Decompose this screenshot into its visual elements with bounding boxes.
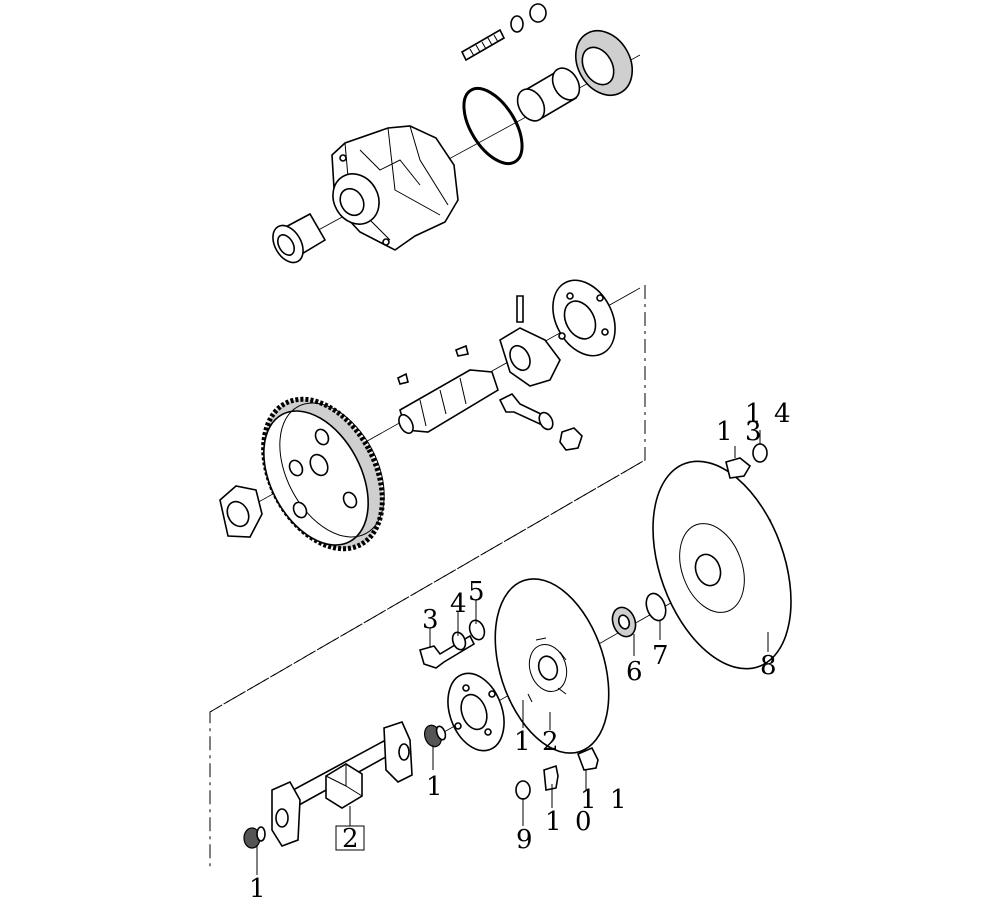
- gear-shaft-group: [209, 279, 646, 870]
- callout-14-second-digit: 4: [774, 399, 791, 429]
- callout-2-boxed: 2: [342, 824, 359, 854]
- drive-gear: [261, 396, 385, 552]
- o-ring: [462, 87, 524, 165]
- callout-3-bolt: 3: [422, 605, 439, 635]
- bushing: [516, 67, 581, 122]
- callout-14-first-digit: 1: [745, 399, 762, 429]
- roll-pin: [516, 295, 524, 323]
- stud-nut: [529, 3, 547, 23]
- callout-6-spacer: 6: [626, 657, 643, 687]
- pump-housing-group: [272, 3, 641, 264]
- gear-shaft: [398, 369, 499, 435]
- bearing-bracket: [499, 327, 561, 387]
- hub-washer-1: [451, 631, 467, 651]
- housing-body: [331, 125, 459, 251]
- callout-9-washer: 9: [516, 825, 533, 855]
- callout-8-pulley: 8: [760, 651, 777, 681]
- callout-10-second-digit: 0: [575, 807, 592, 837]
- callout-7-washer: 7: [652, 641, 669, 671]
- pulley-spacer: [611, 606, 637, 638]
- shaft-flange-plate: [552, 279, 616, 357]
- washer-9: [515, 780, 531, 800]
- section-divider: [209, 459, 646, 713]
- callout-13-first-digit: 1: [716, 417, 733, 447]
- oil-seal: [574, 30, 634, 96]
- callout-5-washer: 5: [468, 577, 485, 607]
- stud-washer: [510, 15, 524, 33]
- callout-1-hub: 1: [514, 727, 531, 757]
- gear-nut: [219, 485, 263, 538]
- callout-labels: 1 2 1 3 4 5 1 2 6 7 8 9 1 0 1 1 1 3 1 4: [249, 399, 791, 904]
- pulley-washer: [645, 592, 667, 622]
- part-13: [725, 457, 752, 479]
- end-plug: [243, 826, 266, 849]
- callout-11-first-digit: 1: [580, 785, 597, 815]
- key-2: [455, 344, 469, 357]
- bolt-11: [576, 746, 599, 771]
- bracket-bolt: [498, 392, 547, 426]
- hub-pulley: [494, 578, 610, 754]
- callout-1-shaft-plug: 1: [426, 772, 443, 802]
- front-bushing: [272, 212, 327, 264]
- large-pulley: [652, 460, 792, 670]
- key-1: [397, 372, 409, 385]
- arm-flange-plate: [447, 672, 505, 752]
- callout-13-second-digit: 3: [745, 417, 762, 447]
- bracket-washer: [538, 411, 554, 431]
- stud: [460, 28, 506, 62]
- callout-4-washer: 4: [450, 589, 467, 619]
- bracket-nut: [559, 427, 583, 451]
- stud-10: [543, 764, 559, 791]
- tensioner-arm: [271, 721, 413, 847]
- callout-10-first-digit: 1: [545, 807, 562, 837]
- callout-2-box: [335, 825, 365, 851]
- callout-2-hub: 2: [542, 727, 559, 757]
- hub-washer-2: [468, 619, 486, 641]
- pulley-arm-group: [209, 443, 792, 849]
- shaft-plug: [423, 724, 447, 748]
- leader-lines: [256, 430, 769, 875]
- callout-11-second-digit: 1: [610, 785, 627, 815]
- callout-1-end-plug: 1: [249, 874, 266, 904]
